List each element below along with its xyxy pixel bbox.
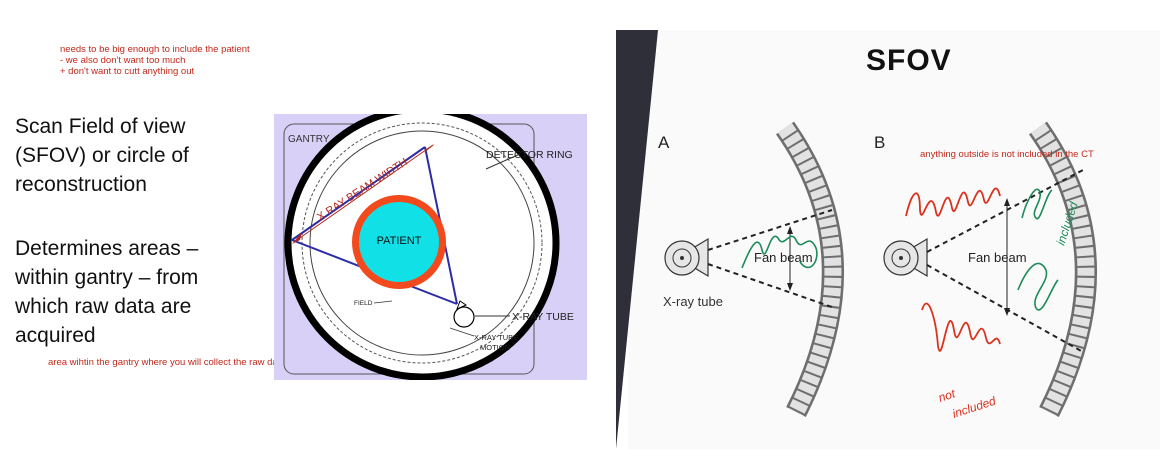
field-label: FIELD <box>354 300 373 307</box>
body-line: which raw data are <box>15 295 192 318</box>
fan-edge-a-bottom <box>707 263 833 308</box>
field-circle <box>309 130 535 356</box>
red-scribble-bottom <box>921 302 1001 352</box>
xray-tube-b-icon <box>883 237 928 278</box>
body-line: Determines areas – <box>15 237 199 260</box>
detector-ring-label: DETECTOR RING <box>486 149 573 161</box>
fan-edge-a-top <box>707 209 833 251</box>
tube-motion-label-line: MOTION <box>480 343 510 352</box>
green-scribble-b-bottom <box>1017 262 1059 311</box>
top-note: needs to be big enough to include the pa… <box>60 44 250 77</box>
green-scribble-a <box>741 235 818 269</box>
fan-beam-label-b: Fan beam <box>968 250 1027 265</box>
xray-tube-label: X-RAY TUBE <box>512 311 574 323</box>
heading-line: Scan Field of view <box>15 115 186 138</box>
heading-line: reconstruction <box>15 173 147 196</box>
fan-beam-label-a: Fan beam <box>754 250 813 265</box>
gantry-diagram: GANTRY DETECTOR RING X RAY BEAM WIDTH PA… <box>274 114 587 380</box>
top-note-line: + don't want to cutt anything out <box>60 66 195 77</box>
fan-edge-b-top <box>926 169 1084 253</box>
top-note-line: - we also don't want too much <box>60 55 186 66</box>
red-scribble-top <box>905 187 1001 217</box>
fan-edge-b-bottom <box>926 264 1084 353</box>
patient-body <box>359 202 439 282</box>
beam-width-arrow <box>293 144 434 243</box>
tube-motion-label-line: X-RAY TUBE <box>474 333 518 342</box>
body-text: Determines areas – within gantry – from … <box>15 234 198 350</box>
panel-b-label: B <box>874 133 885 152</box>
xray-tube-nozzle <box>456 300 468 310</box>
detector-arc-b <box>1028 121 1097 417</box>
detector-arc-a <box>775 121 844 417</box>
handwritten-included-line: included <box>951 394 998 420</box>
body-line: within gantry – from <box>15 266 199 289</box>
handwritten-not-line: not <box>937 386 958 405</box>
beam-arrow-head-b <box>424 144 435 153</box>
body-line: acquired <box>15 324 96 347</box>
outside-note: anything outside is not included in the … <box>920 149 1094 160</box>
patient-label: PATIENT <box>377 235 422 247</box>
heading-text: Scan Field of view (SFOV) or circle of r… <box>15 112 189 199</box>
detector-pointer <box>485 153 521 170</box>
slide-title: SFOV <box>866 44 952 77</box>
xray-tube-icon <box>453 306 475 328</box>
fan-beam-diagram: A B Fan beam X-ray tube Fan beam inclu <box>658 121 1097 420</box>
green-scribble-b-top <box>1021 188 1053 220</box>
motion-pointer <box>449 327 475 337</box>
panel-a-label: A <box>658 133 670 152</box>
heading-line: (SFOV) or circle of <box>15 144 189 167</box>
xray-tube-a-icon <box>664 237 709 278</box>
top-note-line: needs to be big enough to include the pa… <box>60 44 250 55</box>
xray-tube-label-right: X-ray tube <box>663 294 723 309</box>
bottom-note: area wihtin the gantry where you will co… <box>48 357 286 368</box>
beam-line-top <box>291 146 426 241</box>
gantry-label: GANTRY <box>288 134 330 145</box>
slide-divider <box>616 30 658 449</box>
beam-arrow-head-a <box>292 232 302 244</box>
field-pointer <box>373 300 393 304</box>
